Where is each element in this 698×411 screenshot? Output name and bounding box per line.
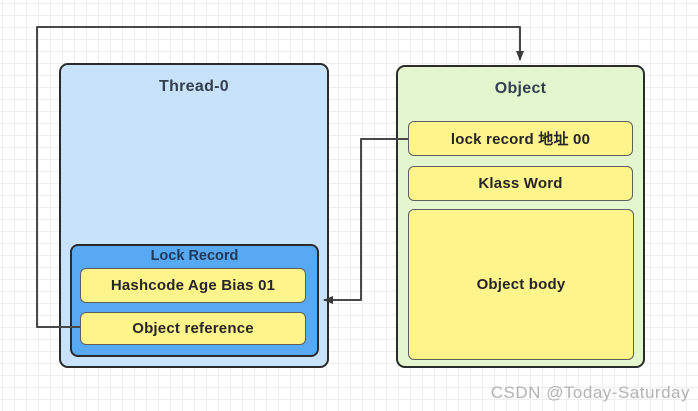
object-body-cell: Object body — [408, 209, 634, 360]
object-title: Object — [494, 80, 547, 97]
hashcode-age-bias-cell: Hashcode Age Bias 01 — [80, 268, 306, 303]
object-reference-cell: Object reference — [80, 312, 306, 345]
lock-record-title: Lock Record — [150, 248, 239, 264]
object-box: Object lock record 地址 00 Klass Word Obje… — [396, 65, 645, 368]
lock-record-address-cell: lock record 地址 00 — [408, 121, 633, 156]
watermark: CSDN @Today-Saturday — [490, 383, 690, 402]
klass-word-cell: Klass Word — [408, 166, 633, 201]
thread-title: Thread-0 — [159, 78, 229, 95]
thread-box: Thread-0 Lock Record Hashcode Age Bias 0… — [59, 63, 329, 368]
lock-record-box: Lock Record Hashcode Age Bias 01 Object … — [70, 244, 319, 357]
